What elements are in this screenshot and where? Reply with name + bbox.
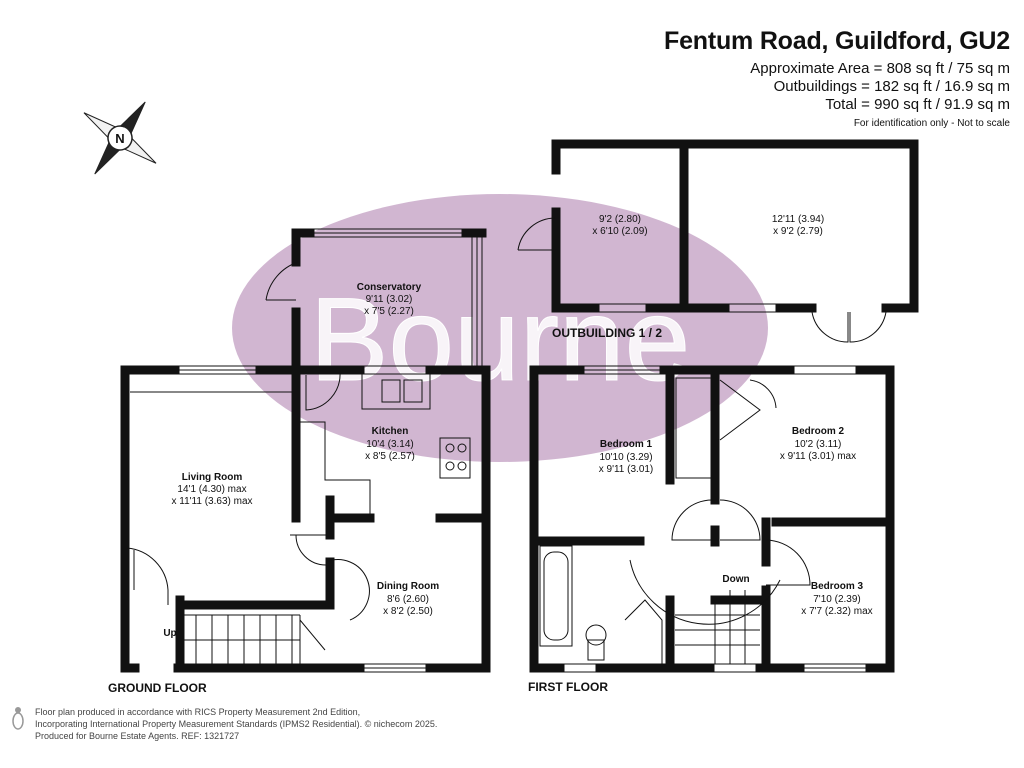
out2-dim2: x 9'2 (2.79): [773, 226, 823, 237]
conservatory-name: Conservatory: [357, 282, 422, 293]
compass-icon: [83, 101, 157, 175]
bed3-dim1: 7'10 (2.39): [813, 594, 861, 605]
ground-floor-walls: [120, 228, 491, 673]
kitchen-dim2: x 8'5 (2.57): [365, 451, 415, 462]
stairs-up-label: Up: [163, 628, 176, 639]
stairs-down-label: Down: [722, 574, 749, 585]
room-labels: Conservatory 9'11 (3.02) x 7'5 (2.27) Ki…: [163, 214, 872, 639]
kitchen-name: Kitchen: [372, 426, 409, 437]
bed2-dim1: 10'2 (3.11): [795, 439, 842, 450]
living-name: Living Room: [182, 472, 243, 483]
approx-area: Approximate Area = 808 sq ft / 75 sq m: [750, 60, 1010, 77]
out1-dim2: x 6'10 (2.09): [592, 226, 647, 237]
bed1-name: Bedroom 1: [600, 439, 653, 450]
dining-name: Dining Room: [377, 581, 439, 592]
compass-letter: N: [115, 131, 124, 146]
dining-dim2: x 8'2 (2.50): [383, 606, 433, 617]
bed1-dim2: x 9'11 (3.01): [599, 464, 654, 475]
outbuilding-fittings: [517, 217, 887, 343]
total-area: Total = 990 sq ft / 91.9 sq m: [825, 96, 1010, 113]
person-icon: [12, 707, 24, 730]
out2-dim1: 12'11 (3.94): [772, 214, 824, 225]
area-summary: Approximate Area = 808 sq ft / 75 sq m O…: [590, 60, 1010, 114]
first-floor-walls: [529, 365, 895, 673]
bed1-dim1: 10'10 (3.29): [599, 452, 652, 463]
bed2-dim2: x 9'11 (3.01) max: [780, 451, 856, 462]
watermark-ellipse: [232, 194, 768, 462]
conservatory-dim1: 9'11 (3.02): [366, 294, 413, 305]
bed3-dim2: x 7'7 (2.32) max: [801, 606, 872, 617]
outbuilding-walls: [551, 139, 919, 313]
conservatory-dim2: x 7'5 (2.27): [364, 306, 414, 317]
footer: Floor plan produced in accordance with R…: [35, 706, 437, 742]
header: Fentum Road, Guildford, GU2 Approximate …: [590, 26, 1010, 129]
living-dim1: 14'1 (4.30) max: [177, 484, 246, 495]
kitchen-dim1: 10'4 (3.14): [366, 439, 414, 450]
footer-line-3: Produced for Bourne Estate Agents. REF: …: [35, 731, 240, 741]
footer-line-2: Incorporating International Property Mea…: [35, 719, 438, 729]
dining-dim1: 8'6 (2.60): [387, 594, 429, 605]
ground-floor-label: GROUND FLOOR: [108, 681, 207, 695]
bed2-name: Bedroom 2: [792, 426, 845, 437]
first-floor-fittings: [539, 365, 871, 673]
conservatory-glazing: [174, 228, 483, 673]
ground-floor-fittings: [126, 261, 471, 664]
bed3-name: Bedroom 3: [811, 581, 864, 592]
outbuildings-area: Outbuildings = 182 sq ft / 16.9 sq m: [773, 78, 1010, 95]
footer-line-1: Floor plan produced in accordance with R…: [35, 707, 361, 717]
property-title: Fentum Road, Guildford, GU2: [664, 27, 1010, 55]
first-floor-label: FIRST FLOOR: [528, 680, 608, 694]
watermark-text: Bourne: [310, 274, 691, 406]
floor-labels: GROUND FLOOR FIRST FLOOR OUTBUILDING 1 /…: [108, 326, 662, 695]
identification-note: For identification only - Not to scale: [853, 118, 1010, 129]
outbuilding-label: OUTBUILDING 1 / 2: [552, 326, 662, 340]
living-dim2: x 11'11 (3.63) max: [171, 496, 252, 507]
out1-dim1: 9'2 (2.80): [599, 214, 641, 225]
